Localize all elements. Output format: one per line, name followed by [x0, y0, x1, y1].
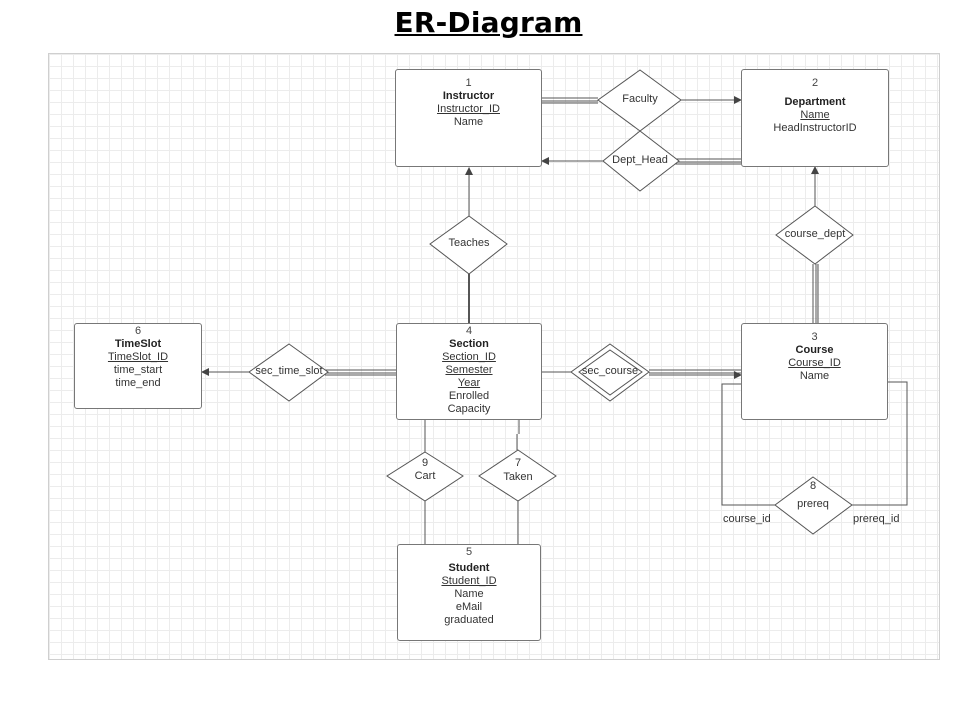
primary-key: Section_ID	[442, 351, 496, 363]
entity-student[interactable]: 5 Student Student_ID Name eMail graduate…	[397, 544, 541, 641]
attribute: graduated	[444, 614, 494, 626]
role-label-prereq-id: prereq_id	[853, 513, 900, 525]
entity-name: Instructor	[442, 90, 495, 102]
line-course-prereq-courseid	[721, 383, 775, 506]
entity-number: 4	[465, 325, 473, 337]
primary-key: Student_ID	[441, 575, 497, 587]
primary-key: Instructor_ID	[437, 103, 500, 115]
page-title: ER-Diagram	[394, 6, 583, 39]
primary-key: Name	[800, 109, 830, 121]
entity-name: Course	[795, 344, 834, 356]
entity-department[interactable]: 2 Department Name HeadInstructorID	[741, 69, 889, 167]
diamond-sec-course	[570, 343, 650, 402]
relationship-prereq-label: prereq	[797, 498, 829, 510]
diamond-prereq	[774, 476, 853, 535]
entity-number: 3	[811, 331, 818, 343]
attribute: eMail	[455, 601, 483, 613]
relationship-sec-time-slot-label: sec_time_slot	[255, 365, 323, 377]
entity-name: Section	[449, 338, 489, 350]
relationship-dept-head-label: Dept_Head	[612, 154, 668, 166]
attribute: Name	[453, 116, 484, 128]
primary-key: TimeSlot_ID	[107, 351, 169, 363]
relationship-faculty-label: Faculty	[622, 93, 658, 105]
diamond-teaches	[429, 215, 508, 275]
line-course-prereq-prereqid	[852, 381, 908, 506]
diamond-dept-head	[602, 130, 680, 192]
attribute: Capacity	[447, 403, 491, 415]
relationship-number: 9	[421, 457, 429, 469]
primary-key: Course_ID	[788, 357, 841, 369]
diamond-cart	[386, 451, 464, 502]
diagram-canvas: 1 Instructor Instructor_ID Name 2 Depart…	[48, 53, 940, 660]
diamond-course-dept	[775, 205, 854, 265]
primary-key: Semester	[445, 364, 493, 376]
entity-number: 1	[465, 77, 472, 89]
diamond-taken	[478, 449, 557, 502]
entity-timeslot[interactable]: 6 TimeSlot TimeSlot_ID time_start time_e…	[74, 323, 202, 409]
connector-lines	[201, 69, 908, 544]
entity-number: 5	[465, 546, 473, 558]
entity-name: Department	[784, 96, 846, 108]
role-label-course-id: course_id	[723, 513, 771, 525]
entity-name: Student	[448, 562, 490, 574]
entity-number: 6	[134, 325, 142, 337]
entity-section[interactable]: 4 Section Section_ID Semester Year Enrol…	[396, 323, 542, 420]
attribute: Name	[799, 370, 830, 382]
attribute: time_end	[115, 377, 161, 389]
relationship-number: 7	[514, 457, 522, 469]
diamond-sec-time-slot	[248, 343, 329, 402]
primary-key: Year	[457, 377, 481, 389]
relationship-sec-course-label: sec_course	[581, 365, 639, 377]
attribute: time_start	[113, 364, 163, 376]
entity-name: TimeSlot	[114, 338, 162, 350]
attribute: HeadInstructorID	[773, 122, 857, 134]
attribute: Enrolled	[448, 390, 490, 402]
relationship-teaches-label: Teaches	[448, 237, 490, 249]
entity-number: 2	[811, 77, 819, 89]
entity-course[interactable]: 3 Course Course_ID Name	[741, 323, 888, 420]
relationship-number: 8	[809, 480, 817, 492]
relationship-course-dept-label: course_dept	[784, 228, 846, 240]
entity-instructor[interactable]: 1 Instructor Instructor_ID Name	[395, 69, 542, 167]
relationship-cart-label: Cart	[414, 470, 436, 482]
relationship-taken-label: Taken	[503, 471, 533, 483]
attribute: Name	[454, 588, 484, 600]
